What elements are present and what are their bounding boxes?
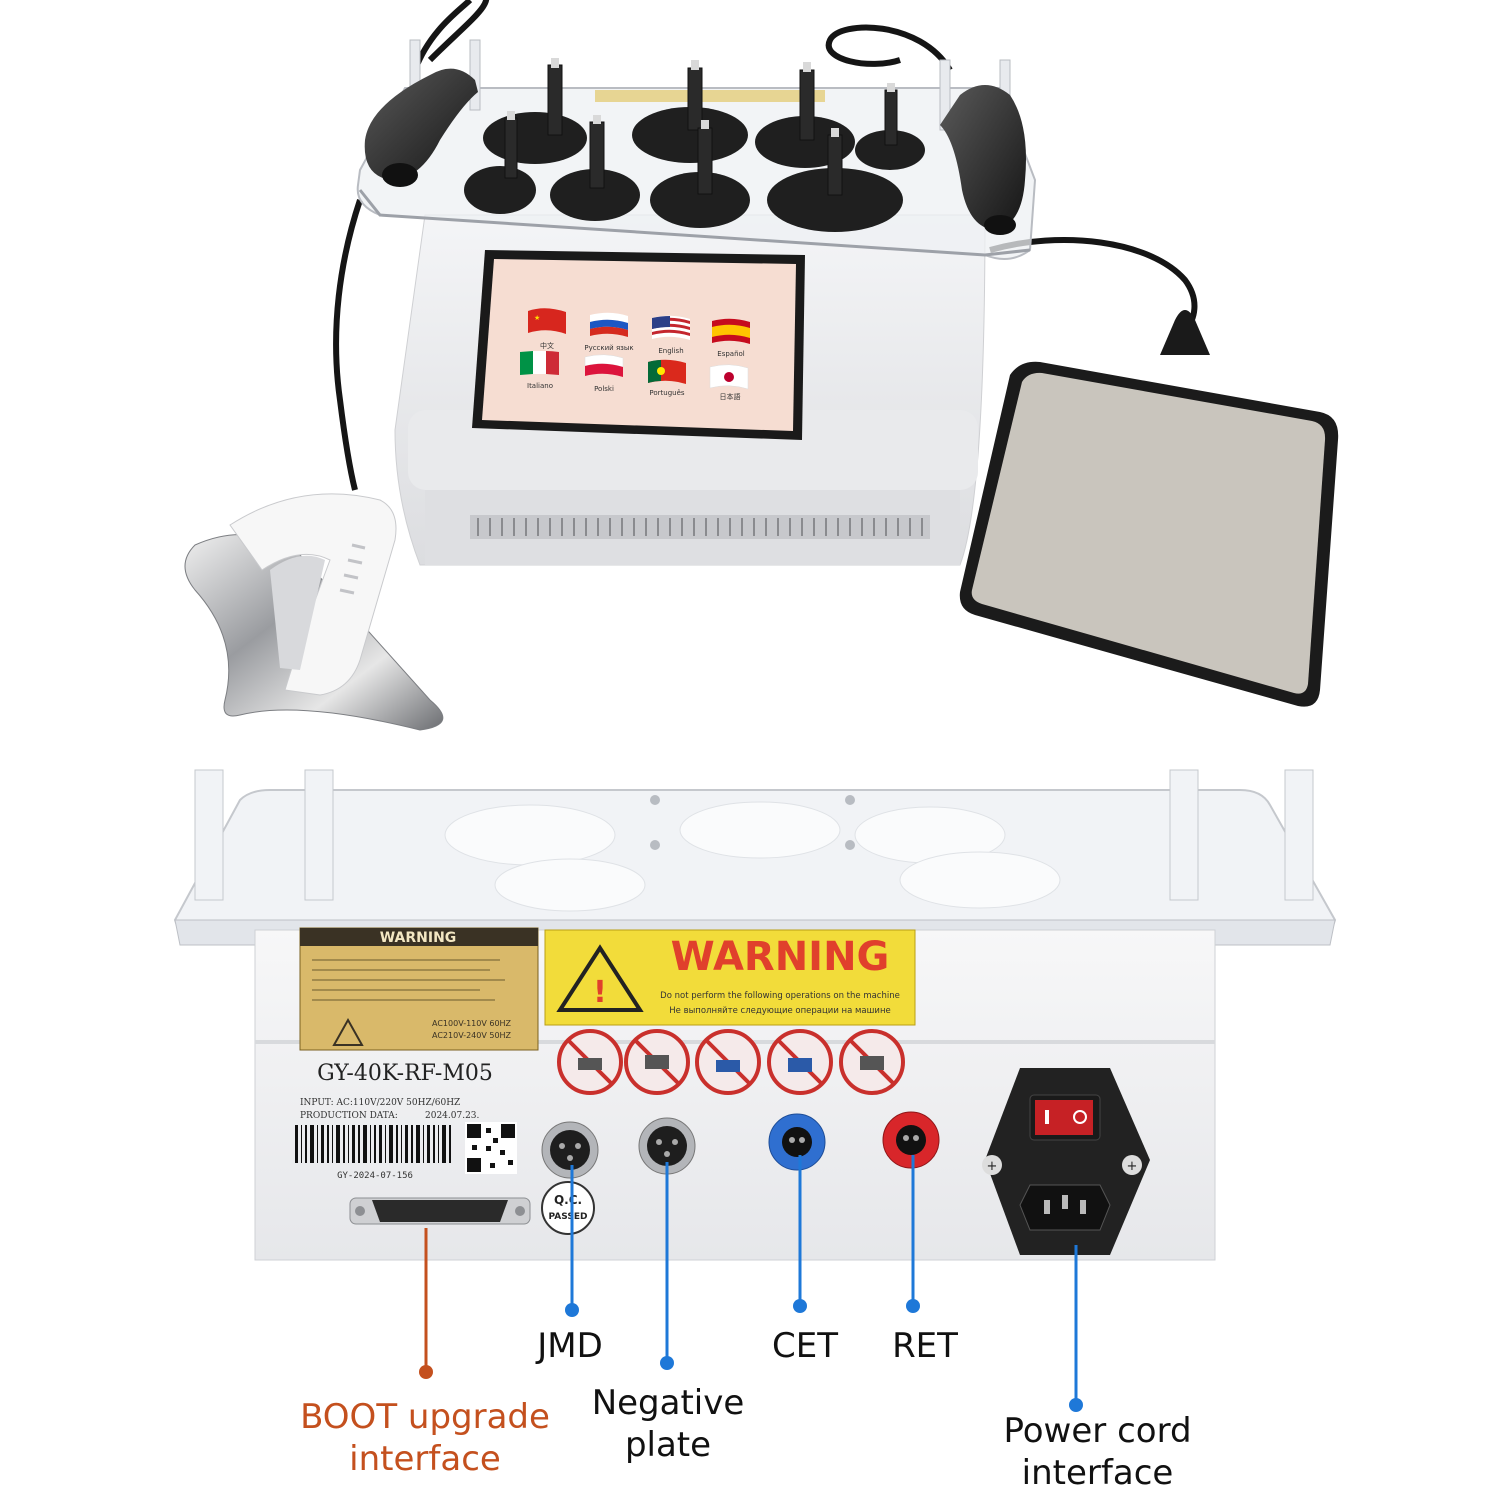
negative-plate-pad bbox=[959, 310, 1339, 707]
language-label-russian[interactable]: Русский язык bbox=[584, 344, 633, 352]
jmd-callout: JMD bbox=[537, 1326, 603, 1366]
flag-usa-icon bbox=[652, 315, 690, 340]
language-label-italian[interactable]: Italiano bbox=[527, 382, 553, 390]
chrome-scraper-handpiece bbox=[184, 493, 444, 731]
production-date: 2024.07.23. bbox=[425, 1111, 480, 1121]
qc-passed-sticker: Q.C. PASSED bbox=[541, 1181, 595, 1235]
boot-leader-dot bbox=[419, 1365, 433, 1379]
device-rear-view: WARNING AC100V-110V 60HZ AC210V-240V 50H… bbox=[173, 769, 1337, 1261]
prohibited-icon-4 bbox=[767, 1029, 833, 1095]
callout-leaders bbox=[419, 1155, 1083, 1412]
prohibited-icon-1 bbox=[557, 1029, 623, 1095]
model-nameplate: GY-40K-RF-M05 INPUT: AC:110V/220V 50HZ/6… bbox=[295, 1061, 517, 1181]
language-label-polish[interactable]: Polski bbox=[594, 385, 614, 393]
warning-sticker: ! WARNING Do not perform the following o… bbox=[544, 929, 916, 1026]
ret-leader-dot bbox=[906, 1299, 920, 1313]
svg-text:+: + bbox=[987, 1159, 998, 1174]
prohibited-icon-5 bbox=[839, 1029, 905, 1095]
warning-line-english: Do not perform the following operations … bbox=[660, 991, 900, 1001]
negative-leader-dot bbox=[660, 1356, 674, 1370]
power-leader-dot bbox=[1069, 1398, 1083, 1412]
power-module: + + bbox=[982, 1068, 1150, 1255]
language-label-spanish[interactable]: Español bbox=[717, 350, 745, 358]
flag-russia-icon bbox=[590, 312, 628, 337]
power-cord-interface-callout: Power cord interface bbox=[975, 1410, 1220, 1494]
ret-callout: RET bbox=[892, 1326, 958, 1366]
power-callout-line-2: interface bbox=[1021, 1453, 1174, 1493]
negative-callout-line-1: Negative bbox=[591, 1383, 745, 1423]
right-handpiece bbox=[940, 85, 1026, 235]
flag-portugal-icon bbox=[648, 359, 686, 384]
production-data-label: PRODUCTION DATA: bbox=[300, 1111, 398, 1121]
left-handpiece bbox=[364, 68, 478, 187]
boot-upgrade-interface-callout: BOOT upgrade interface bbox=[255, 1396, 595, 1480]
acrylic-probe-holder bbox=[356, 39, 1037, 260]
cet-leader-dot bbox=[793, 1299, 807, 1313]
flag-poland-icon bbox=[584, 354, 624, 377]
serial-number: GY-2024-07-156 bbox=[337, 1171, 413, 1181]
voltage-spec-line-1: AC100V-110V 60HZ bbox=[432, 1019, 512, 1028]
flag-china-icon: ★ bbox=[528, 308, 566, 334]
qc-line-1: Q.C. bbox=[554, 1193, 582, 1207]
cet-callout: CET bbox=[772, 1326, 838, 1366]
negative-plate-callout: Negative plate bbox=[588, 1382, 748, 1466]
prohibited-icon-2 bbox=[624, 1029, 690, 1095]
model-number: GY-40K-RF-M05 bbox=[317, 1061, 493, 1086]
language-label-japanese[interactable]: 日本語 bbox=[720, 392, 741, 401]
warning-line-russian: Не выполняйте следующие операции на маши… bbox=[669, 1006, 890, 1016]
cet-port[interactable] bbox=[768, 1113, 826, 1171]
vent-grille bbox=[470, 515, 930, 539]
jmd-leader-dot bbox=[565, 1303, 579, 1317]
device-front-view: ★ 中文 Русский язык English Espa bbox=[184, 0, 1339, 731]
power-socket[interactable] bbox=[1019, 1184, 1111, 1231]
qc-line-2: PASSED bbox=[549, 1212, 588, 1222]
language-label-portuguese[interactable]: Português bbox=[649, 389, 685, 397]
boot-upgrade-port[interactable] bbox=[349, 1197, 531, 1225]
prohibited-operations-icons bbox=[557, 1029, 905, 1095]
flag-spain-icon bbox=[712, 318, 750, 344]
qr-code bbox=[465, 1122, 517, 1174]
boot-callout-line-1: BOOT upgrade bbox=[300, 1397, 550, 1437]
acrylic-lid bbox=[173, 769, 1337, 946]
touch-screen: ★ 中文 Русский язык English Espa bbox=[472, 250, 805, 440]
warning-title: WARNING bbox=[671, 934, 890, 980]
flag-italy-icon bbox=[520, 351, 559, 375]
exclamation-icon: ! bbox=[593, 975, 607, 1010]
prohibited-icon-3 bbox=[695, 1029, 761, 1095]
flag-japan-icon bbox=[709, 364, 749, 390]
power-callout-line-1: Power cord bbox=[1003, 1411, 1192, 1451]
barcode bbox=[295, 1125, 451, 1163]
rating-label-sticker: WARNING AC100V-110V 60HZ AC210V-240V 50H… bbox=[299, 927, 539, 1051]
jmd-port[interactable] bbox=[541, 1121, 599, 1179]
negative-callout-line-2: plate bbox=[624, 1425, 712, 1465]
negative-plate-port[interactable] bbox=[638, 1117, 696, 1175]
input-rating: INPUT: AC:110V/220V 50HZ/60HZ bbox=[300, 1098, 460, 1108]
language-label-english[interactable]: English bbox=[658, 347, 683, 355]
warning-triangle-icon bbox=[556, 944, 644, 1012]
boot-callout-line-2: interface bbox=[349, 1439, 501, 1479]
language-label-chinese[interactable]: 中文 bbox=[540, 341, 554, 350]
voltage-spec-line-2: AC210V-240V 50HZ bbox=[432, 1031, 512, 1040]
ret-port[interactable] bbox=[882, 1111, 940, 1169]
small-warning-heading: WARNING bbox=[380, 930, 457, 946]
svg-text:+: + bbox=[1127, 1159, 1138, 1174]
svg-text:★: ★ bbox=[534, 314, 540, 322]
